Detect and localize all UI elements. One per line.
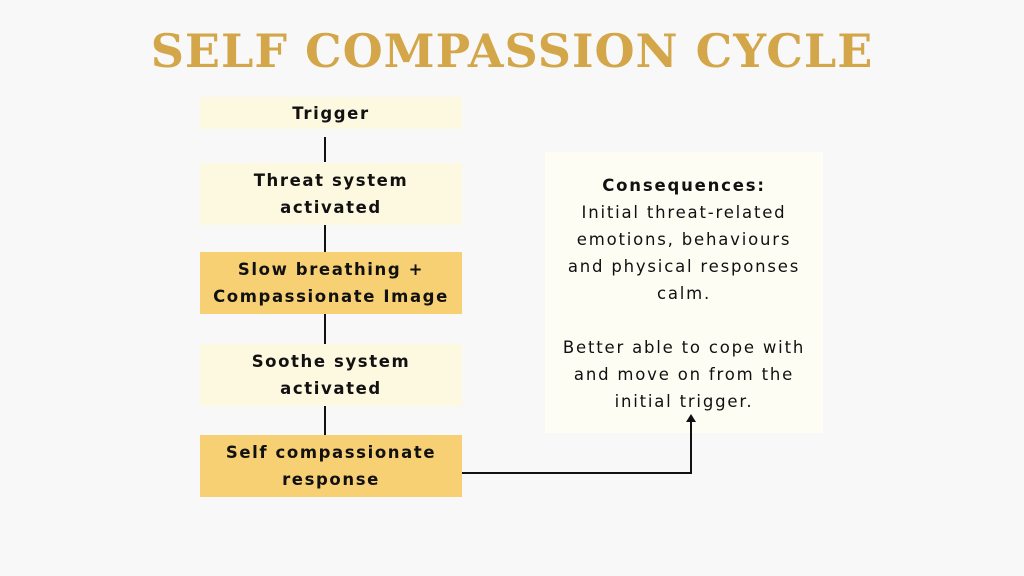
consequences-paragraph-2: Better able to cope with and move on fro… [562,338,806,411]
connector-line [324,225,326,252]
arrow-line [462,421,692,474]
page-title: SELF COMPASSION CYCLE [150,24,874,78]
arrow-head-icon [686,414,696,422]
connector-line [324,406,326,435]
connector-line [324,137,326,162]
step-trigger: Trigger [200,97,462,129]
consequences-box: Consequences: Initial threat-related emo… [545,152,823,433]
consequences-heading: Consequences: [602,176,766,195]
step-threat-system: Threat system activated [200,163,462,225]
step-self-compassionate-response: Self compassionate response [200,435,462,497]
step-soothe-system: Soothe system activated [200,344,462,406]
consequences-paragraph-1: Initial threat-related emotions, behavio… [567,203,801,303]
connector-line [324,314,326,344]
step-slow-breathing: Slow breathing + Compassionate Image [200,252,462,314]
